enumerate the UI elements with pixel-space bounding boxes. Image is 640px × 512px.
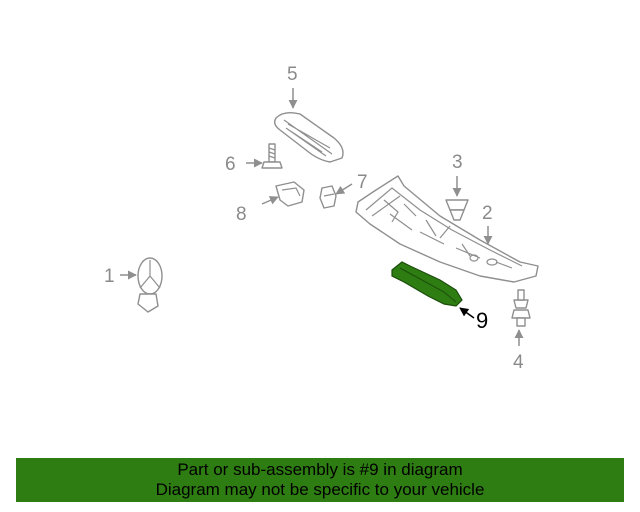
callout-4: 4	[513, 352, 524, 373]
callout-3: 3	[452, 152, 463, 173]
part-8-bracket	[275, 181, 305, 207]
parts-diagram: 5 6 8 7 3 2 9	[104, 64, 539, 373]
banner-line-1: Part or sub-assembly is #9 in diagram	[177, 460, 463, 479]
part-3-push-clip	[445, 199, 469, 221]
callout-8: 8	[236, 204, 247, 225]
leader-7	[335, 183, 353, 195]
part-7-clip	[319, 185, 337, 209]
callout-9: 9	[476, 308, 488, 333]
leader-8	[261, 196, 279, 205]
part-6-bolt	[261, 143, 283, 169]
leader-9	[459, 307, 475, 319]
banner-line-2: Diagram may not be specific to your vehi…	[155, 480, 485, 499]
callout-2: 2	[482, 203, 493, 224]
info-banner: Part or sub-assembly is #9 in diagram Di…	[16, 458, 624, 502]
callout-7: 7	[357, 172, 368, 193]
part-2-cowl-panel	[355, 175, 539, 283]
callout-6: 6	[225, 154, 236, 175]
part-1-emblem	[137, 257, 163, 313]
callout-1: 1	[104, 266, 115, 287]
callout-5: 5	[287, 64, 298, 85]
part-4-push-pin	[511, 289, 531, 327]
part-9-seal-strip	[391, 261, 463, 307]
part-5-cover-panel	[273, 111, 344, 163]
